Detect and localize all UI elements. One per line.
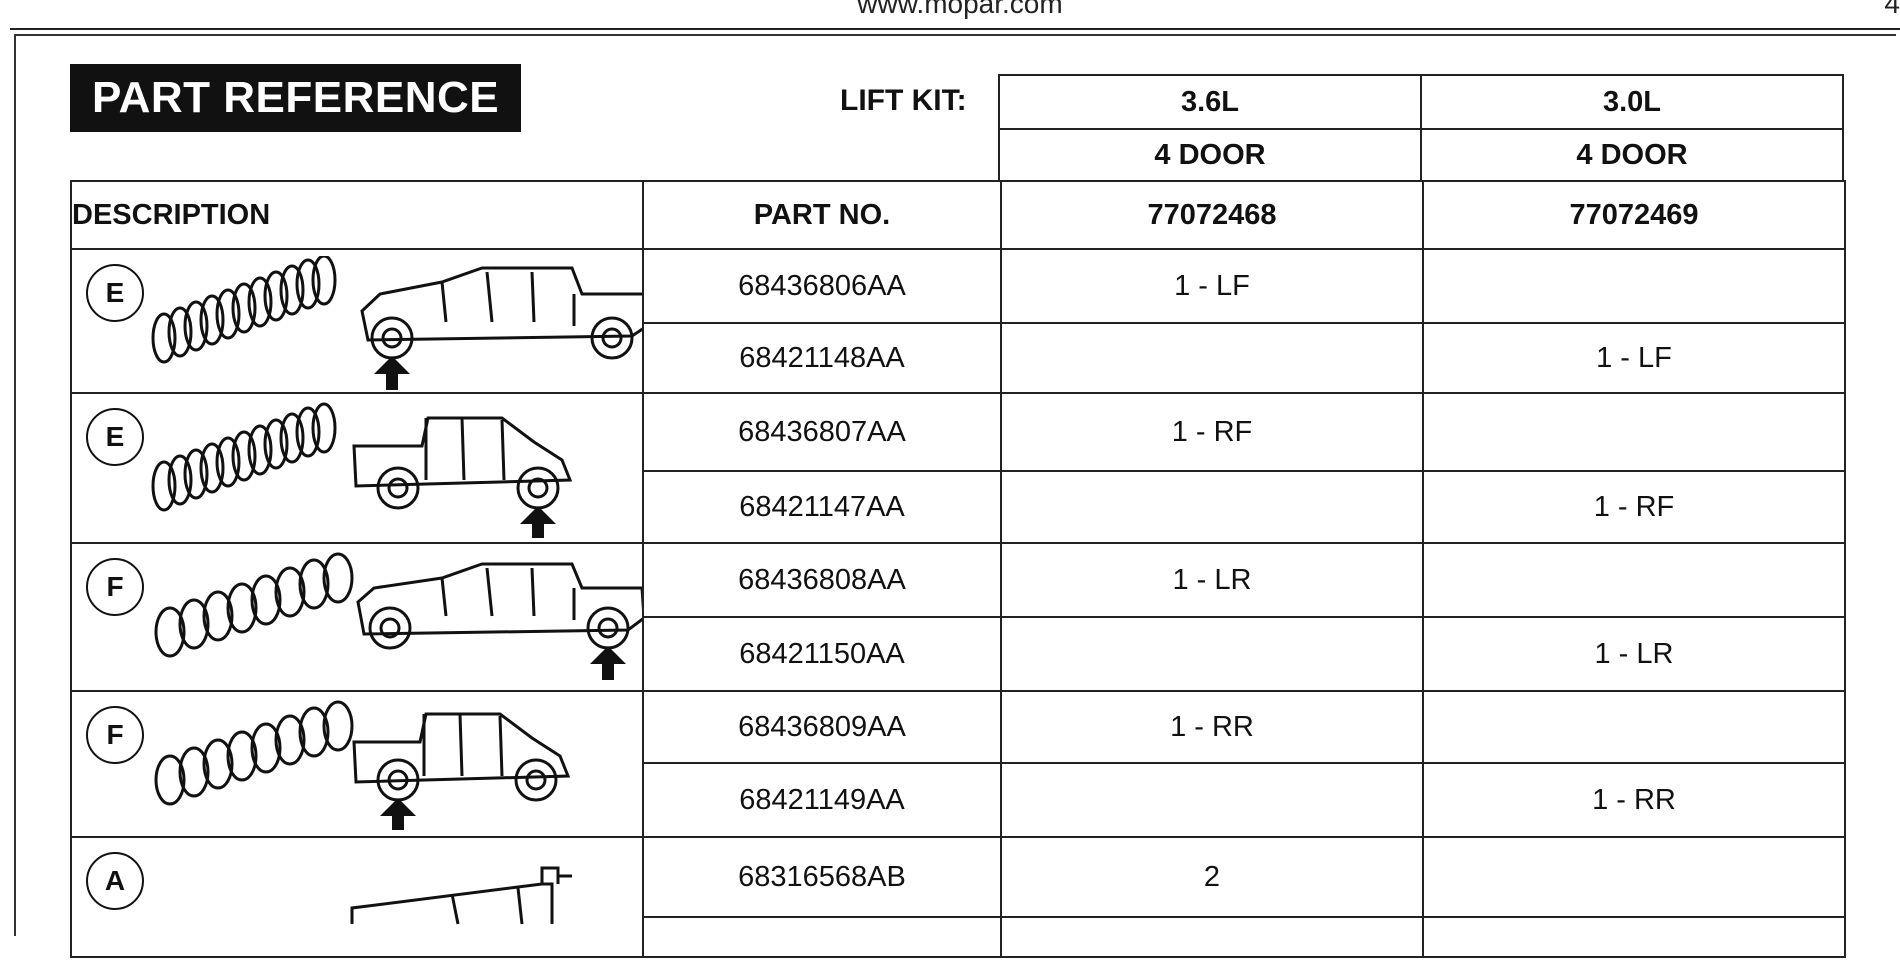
qty-kit-1 [1000, 616, 1424, 692]
page-frame [14, 34, 1896, 936]
col-description: DESCRIPTION [70, 180, 644, 250]
table-row: E 68436807AA 1 - RF [70, 392, 1846, 544]
qty-kit-1 [1000, 470, 1424, 544]
lift-kit-label: LIFT KIT: [840, 84, 967, 117]
part-number: 68436809AA [642, 690, 1002, 764]
part-number: 68436806AA [642, 248, 1002, 324]
callout-label: E [86, 264, 144, 322]
part-reference-table: DESCRIPTION PART NO. 77072468 77072469 E [70, 180, 1846, 958]
shock-absorber-illustration [350, 866, 572, 925]
qty-kit-1: 1 - LR [1000, 542, 1424, 618]
section-title: PART REFERENCE [70, 64, 522, 132]
qty-kit-2: 1 - LF [1422, 322, 1846, 394]
table-row: 68421149AA 1 - RR [71, 762, 1846, 838]
front-coil-spring-left-illustration [151, 256, 642, 390]
qty-kit-2: 1 - LR [1422, 616, 1846, 692]
qty-kit-2: 1 - RF [1422, 470, 1846, 544]
description-cell: E [70, 392, 644, 544]
qty-kit-2 [1422, 248, 1846, 324]
callout-label: A [86, 852, 144, 910]
qty-kit-1 [1000, 916, 1424, 958]
table-row: 68421148AA 1 - LF [71, 322, 1846, 394]
kit-no-2: 77072469 [1422, 180, 1846, 250]
description-cell: F [70, 542, 644, 692]
part-number: 68421150AA [642, 616, 1002, 692]
table-row: E 68436806AA 1 - LF [70, 248, 1846, 394]
qty-kit-2 [1422, 392, 1846, 472]
callout-label: F [86, 558, 144, 616]
part-number [642, 916, 1002, 958]
kit-no-1: 77072468 [1000, 180, 1424, 250]
col-part-no: PART NO. [642, 180, 1002, 250]
description-cell: F [70, 690, 644, 838]
callout-label: E [86, 408, 144, 466]
description-cell: A [70, 836, 644, 958]
part-number: 68421147AA [642, 470, 1002, 544]
front-coil-spring-right-illustration [151, 402, 573, 538]
table-row: F 68436809AA 1 - RR [70, 690, 1846, 838]
header-url: www.mopar.com [857, 0, 1063, 19]
qty-kit-1 [1000, 322, 1424, 394]
kit-engine-1: 3.6L [998, 74, 1422, 130]
part-number: 68421148AA [642, 322, 1002, 394]
rear-coil-spring-left-illustration [154, 552, 642, 680]
table-row: F 68436808AA 1 - LR [70, 542, 1846, 692]
qty-kit-2 [1422, 916, 1846, 958]
qty-kit-1 [1000, 762, 1424, 838]
qty-kit-1: 1 - RF [1000, 392, 1424, 472]
kit-header-table: 3.6L 3.0L 4 DOOR 4 DOOR [998, 74, 1844, 182]
table-header-row: DESCRIPTION PART NO. 77072468 77072469 [70, 180, 1846, 250]
part-number: 68436807AA [642, 392, 1002, 472]
qty-kit-2 [1422, 690, 1846, 764]
kit-doors-2: 4 DOOR [1420, 128, 1844, 182]
rear-coil-spring-right-illustration [154, 700, 571, 830]
qty-kit-1: 1 - RR [1000, 690, 1424, 764]
qty-kit-1: 1 - LF [1000, 248, 1424, 324]
header-rule [10, 28, 1900, 30]
part-number: 68316568AB [642, 836, 1002, 918]
part-number: 68436808AA [642, 542, 1002, 618]
kit-engine-2: 3.0L [1420, 74, 1844, 130]
table-row: 68421150AA 1 - LR [71, 616, 1846, 692]
page-number: 4 [1884, 0, 1900, 19]
table-row: 68421147AA 1 - RF [71, 470, 1846, 544]
qty-kit-2 [1422, 836, 1846, 918]
table-row: A 68316568AB 2 [70, 836, 1846, 958]
kit-doors-1: 4 DOOR [998, 128, 1422, 182]
qty-kit-1: 2 [1000, 836, 1424, 918]
qty-kit-2: 1 - RR [1422, 762, 1846, 838]
description-cell: E [70, 248, 644, 394]
part-number: 68421149AA [642, 762, 1002, 838]
callout-label: F [86, 706, 144, 764]
qty-kit-2 [1422, 542, 1846, 618]
